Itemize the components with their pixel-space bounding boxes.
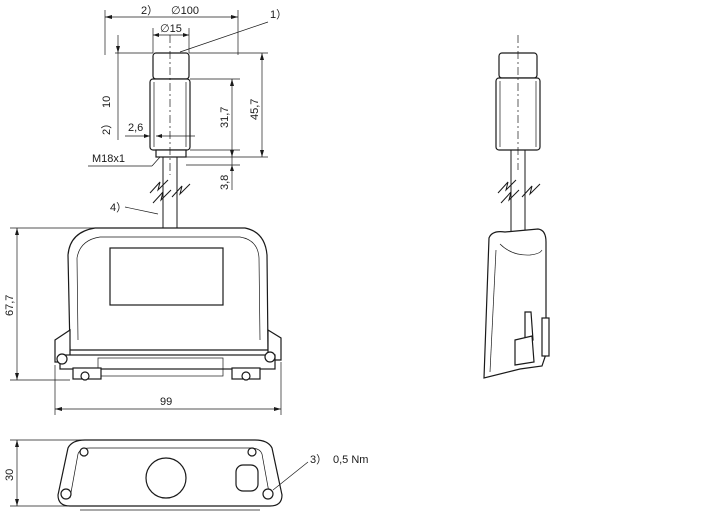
callout-1: 1） bbox=[179, 8, 287, 53]
dim-clearance: 10 2） bbox=[100, 35, 153, 140]
dim-lengths: 31,7 45,7 bbox=[186, 52, 268, 158]
callout-2-side: 2） bbox=[100, 118, 113, 135]
torque-label: 0,5 Nm bbox=[333, 454, 368, 466]
dim-dia-100-label: ∅100 bbox=[171, 5, 199, 17]
callout-3: 3） 0,5 Nm bbox=[272, 453, 368, 491]
dim-cable-bend-diameter: 2） ∅100 bbox=[104, 4, 239, 55]
callout-2-top: 2） bbox=[141, 4, 158, 17]
dim-nut: 3,8 bbox=[186, 157, 240, 190]
dim-2-6-label: 2,6 bbox=[128, 122, 143, 134]
side-view bbox=[483, 35, 550, 379]
dim-31-7-label: 31,7 bbox=[219, 107, 231, 128]
dim-99-label: 99 bbox=[160, 396, 172, 408]
thread-label: M18x1 bbox=[92, 153, 125, 165]
housing-front-view bbox=[54, 227, 282, 381]
callout-4-label: 4） bbox=[110, 201, 127, 214]
housing-bottom-view bbox=[57, 439, 283, 511]
dim-sensor-diameter: ∅15 bbox=[152, 23, 190, 53]
dim-height: 67,7 bbox=[4, 227, 95, 381]
dim-wall: 2,6 bbox=[125, 122, 195, 138]
sensor-front-view bbox=[149, 35, 191, 232]
dim-depth: 30 bbox=[4, 439, 85, 507]
dim-10-label: 10 bbox=[101, 96, 113, 108]
dim-thread: M18x1 bbox=[88, 153, 161, 167]
dim-dia-15-label: ∅15 bbox=[160, 23, 182, 35]
dim-67-7-label: 67,7 bbox=[4, 295, 16, 316]
callout-4: 4） bbox=[110, 201, 159, 215]
callout-1-label: 1） bbox=[270, 8, 287, 21]
callout-3-label: 3） bbox=[310, 453, 327, 466]
dim-45-7-label: 45,7 bbox=[249, 99, 261, 120]
dim-30-label: 30 bbox=[4, 469, 16, 481]
dim-3-8-label: 3,8 bbox=[219, 175, 231, 190]
dim-width: 99 bbox=[54, 362, 282, 415]
